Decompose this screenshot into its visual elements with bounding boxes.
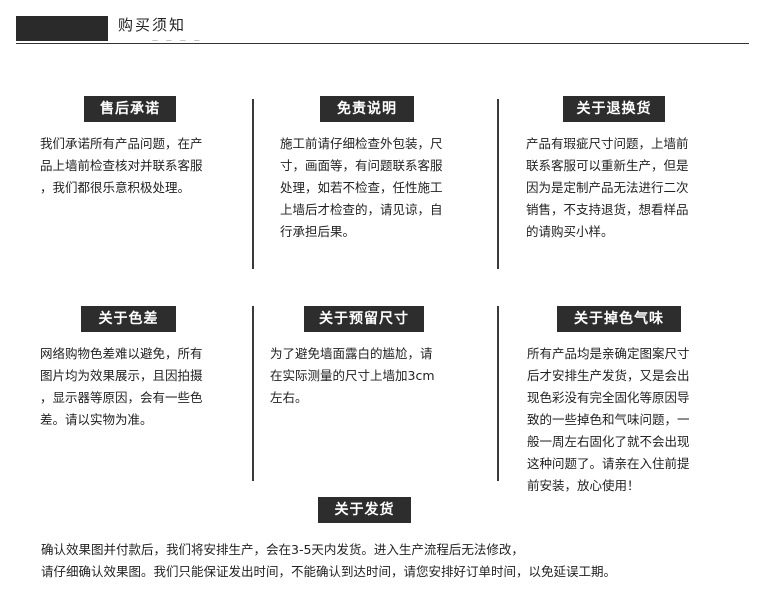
section-title-disclaimer: 免责说明 [320,96,414,122]
section-body-fading-odor: 所有产品均是亲确定图案尺寸 后才安排生产发货，又是会出 现色彩没有完全固化等原因… [527,343,727,497]
text-line: 产品有瑕疵尺寸问题，上墙前 [526,136,689,151]
text-line: 的请购买小样。 [526,224,614,239]
section-body-returns: 产品有瑕疵尺寸问题，上墙前 联系客服可以重新生产，但是 因为是定制产品无法进行二… [526,133,726,243]
text-line: 后才安排生产发货，又是会出 [527,368,690,383]
page-title: 购买须知 [118,16,187,34]
column-divider [497,306,499,481]
page-subtitle: — — — — [152,37,203,44]
section-title-after-sales: 售后承诺 [84,96,176,122]
text-line: ，我们都很乐意积极处理。 [40,180,191,195]
section-body-after-sales: 我们承诺所有产品问题，在产 品上墙前检查核对并联系客服 ，我们都很乐意积极处理。 [40,133,240,199]
text-line: 上墙后才检查的，请见谅，自 [280,202,443,217]
text-line: 差。请以实物为准。 [40,412,153,427]
column-divider [497,99,499,269]
section-body-color-difference: 网络购物色差难以避免，所有 图片均为效果展示，且因拍摄 ，显示器等原因，会有一些… [40,343,240,431]
column-divider [252,99,254,269]
column-divider [252,306,254,481]
text-line: 施工前请仔细检查外包装，尺 [280,136,443,151]
text-line: 品上墙前检查核对并联系客服 [40,158,203,173]
section-body-shipping: 确认效果图并付款后，我们将安排生产，会在3-5天内发货。进入生产流程后无法修改，… [41,539,741,583]
text-line: 行承担后果。 [280,224,356,239]
text-line: 寸，画面等，有问题联系客服 [280,158,443,173]
text-line: 销售，不支持退货，想看样品 [526,202,689,217]
text-line: 我们承诺所有产品问题，在产 [40,136,203,151]
text-line: ，显示器等原因，会有一些色 [40,390,203,405]
section-title-shipping: 关于发货 [318,497,411,523]
text-line: 图片均为效果展示，且因拍摄 [40,368,203,383]
section-title-returns: 关于退换货 [563,96,665,122]
header-divider [16,43,749,44]
text-line: 在实际测量的尺寸上墙加3cm [270,368,435,383]
text-line: 前安装，放心使用！ [527,478,640,493]
text-line: 所有产品均是亲确定图案尺寸 [527,346,690,361]
section-body-reserved-size: 为了避免墙面露白的尴尬，请 在实际测量的尺寸上墙加3cm 左右。 [270,343,480,409]
text-line: 左右。 [270,390,308,405]
text-line: 般一周左右固化了就不会出现 [527,434,690,449]
section-body-disclaimer: 施工前请仔细检查外包装，尺 寸，画面等，有问题联系客服 处理，如若不检查，任性施… [280,133,480,243]
text-line: 因为是定制产品无法进行二次 [526,180,689,195]
text-line: 处理，如若不检查，任性施工 [280,180,443,195]
text-line: 网络购物色差难以避免，所有 [40,346,203,361]
text-line: 现色彩没有完全固化等原因导 [527,390,690,405]
text-line: 联系客服可以重新生产，但是 [526,158,689,173]
text-line: 确认效果图并付款后，我们将安排生产，会在3-5天内发货。进入生产流程后无法修改， [41,542,524,557]
section-title-color-difference: 关于色差 [81,306,176,332]
text-line: 为了避免墙面露白的尴尬，请 [270,346,433,361]
header-bar [16,16,108,41]
text-line: 请仔细确认效果图。我们只能保证发出时间，不能确认到达时间，请您安排好订单时间，以… [41,564,617,579]
section-title-reserved-size: 关于预留尺寸 [304,306,424,332]
section-title-fading-odor: 关于掉色气味 [557,306,681,332]
text-line: 这种问题了。请亲在入住前提 [527,456,690,471]
text-line: 致的一些掉色和气味问题，一 [527,412,690,427]
